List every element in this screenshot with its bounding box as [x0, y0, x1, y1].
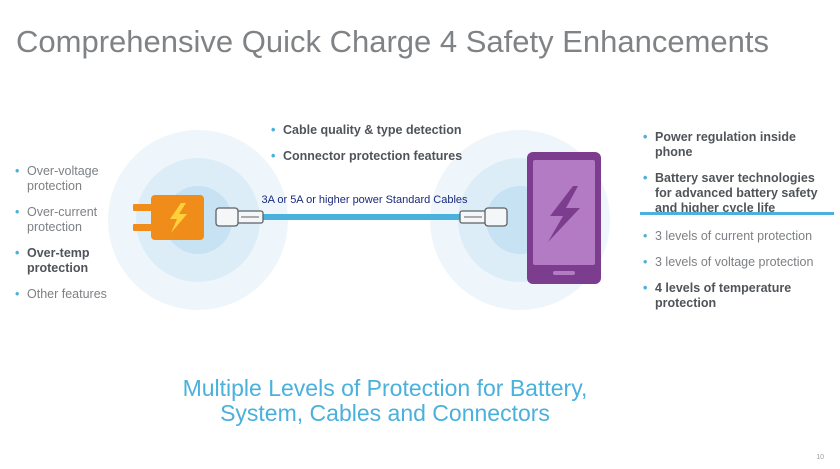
phone-feature-list: Power regulation inside phone Battery sa… [643, 130, 833, 227]
cable-feature-list: Cable quality & type detection Connector… [271, 123, 471, 175]
phone-lightning-bolt-icon [548, 186, 580, 242]
cable-feature-item: Connector protection features [271, 149, 471, 164]
charger-feature-list: Over-voltage protection Over-current pro… [15, 164, 120, 313]
phone-feature-item: Battery saver technologies for advanced … [643, 171, 833, 216]
protection-level-item: 4 levels of temperature protection [643, 281, 833, 311]
charger-feature-item: Over-temp protection [15, 246, 120, 276]
charger-feature-item: Over-voltage protection [15, 164, 120, 194]
cable [262, 214, 462, 220]
charger-feature-item: Other features [15, 287, 120, 302]
phone-feature-item: Power regulation inside phone [643, 130, 833, 160]
protection-level-item: 3 levels of current protection [643, 229, 833, 244]
tagline: Multiple Levels of Protection for Batter… [130, 376, 640, 426]
cable-feature-item: Cable quality & type detection [271, 123, 471, 138]
lightning-bolt-icon [170, 203, 187, 233]
charger-plug-icon [133, 195, 204, 240]
protection-level-list: 3 levels of current protection 3 levels … [643, 229, 833, 322]
slide-title: Comprehensive Quick Charge 4 Safety Enha… [16, 24, 770, 59]
charger-feature-item: Over-current protection [15, 205, 120, 235]
phone-icon [527, 152, 601, 284]
right-usb-connector [459, 207, 508, 227]
left-usb-connector [215, 207, 264, 227]
tagline-line-2: System, Cables and Connectors [220, 400, 550, 426]
protection-level-item: 3 levels of voltage protection [643, 255, 833, 270]
cable-label: 3A or 5A or higher power Standard Cables [261, 194, 468, 206]
page-number: 10 [816, 454, 824, 461]
section-divider [640, 212, 834, 215]
tagline-line-1: Multiple Levels of Protection for Batter… [182, 375, 588, 401]
